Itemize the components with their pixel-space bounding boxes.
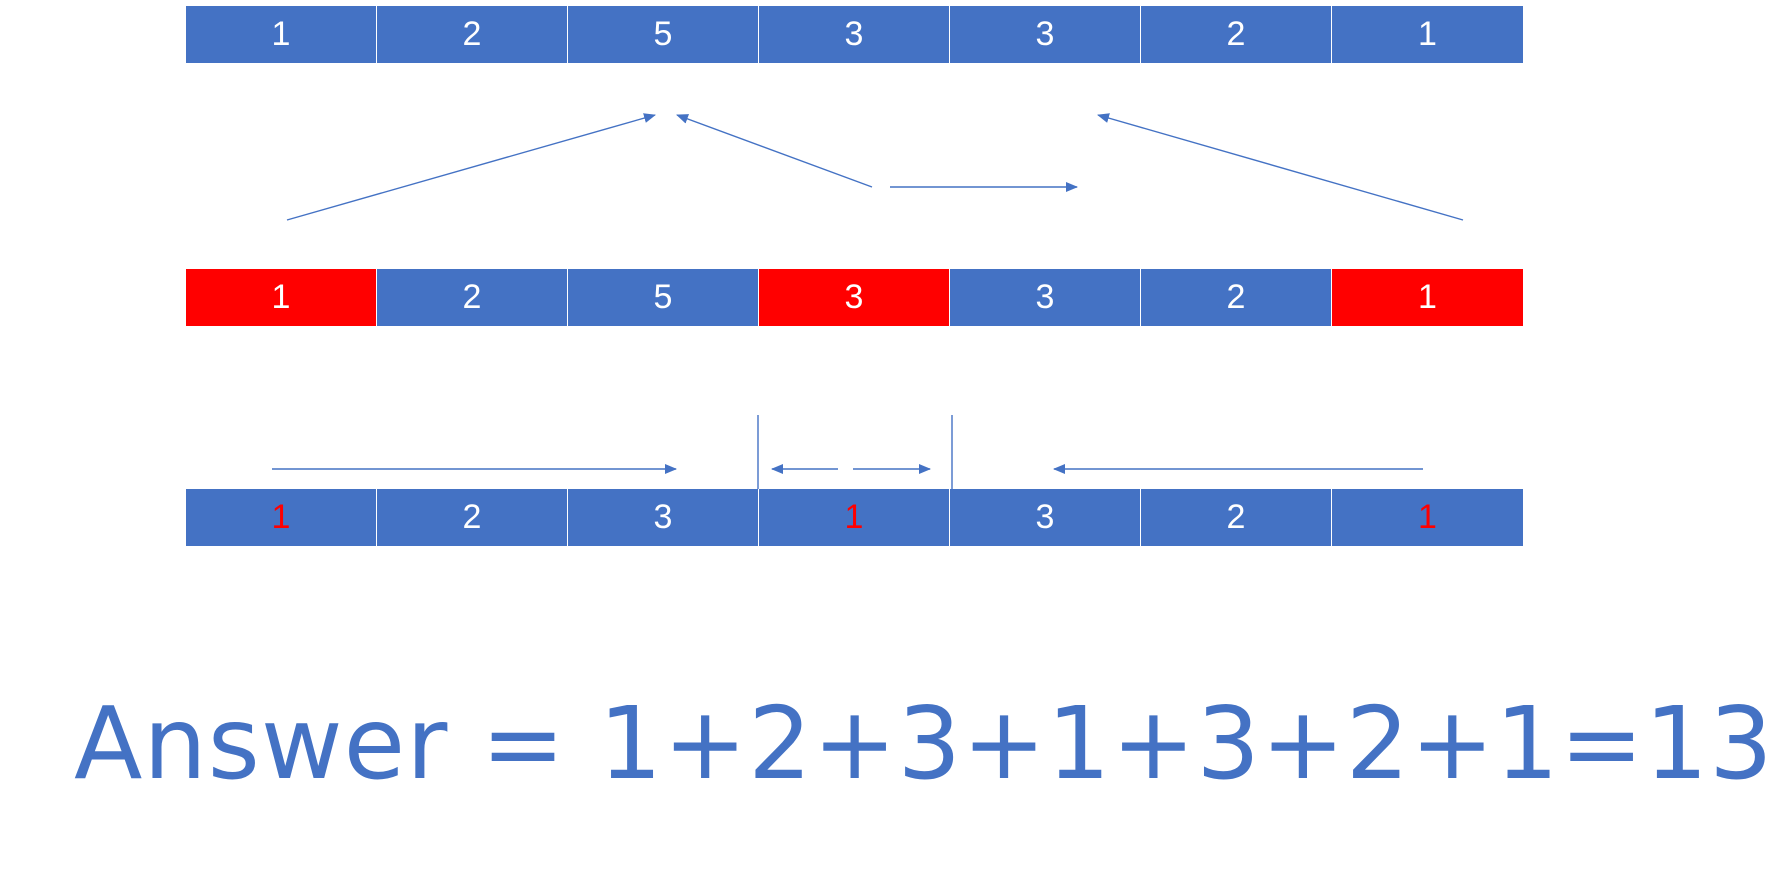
middle-cell-highlighted: 1: [186, 269, 377, 326]
middle-cell: 2: [1141, 269, 1332, 326]
top-cell: 3: [759, 6, 950, 63]
arrow-up-left: [1097, 113, 1464, 221]
bottom-cell: 2: [1141, 489, 1332, 546]
bottom-cell-highlighted: 1: [186, 489, 377, 546]
middle-cell: 3: [950, 269, 1141, 326]
bottom-cell-highlighted: 1: [1332, 489, 1523, 546]
top-cell: 3: [950, 6, 1141, 63]
bottom-cell-highlighted: 1: [759, 489, 950, 546]
bottom-cell: 3: [568, 489, 759, 546]
middle-cell: 5: [568, 269, 759, 326]
answer-text: Answer = 1+2+3+1+3+2+1=13: [74, 685, 1774, 802]
middle-cell: 2: [377, 269, 568, 326]
middle-row: 1 2 5 3 3 2 1: [186, 269, 1523, 326]
top-cell: 2: [1141, 6, 1332, 63]
top-cell: 5: [568, 6, 759, 63]
top-cell: 2: [377, 6, 568, 63]
top-cell: 1: [186, 6, 377, 63]
top-cell: 1: [1332, 6, 1523, 63]
bottom-row: 1 2 3 1 3 2 1: [186, 489, 1523, 546]
middle-cell-highlighted: 3: [759, 269, 950, 326]
top-row: 1 2 5 3 3 2 1: [186, 6, 1523, 63]
bottom-cell: 3: [950, 489, 1141, 546]
arrow-up-left: [676, 114, 873, 188]
bottom-cell: 2: [377, 489, 568, 546]
middle-cell-highlighted: 1: [1332, 269, 1523, 326]
arrow-up-right: [286, 113, 656, 221]
